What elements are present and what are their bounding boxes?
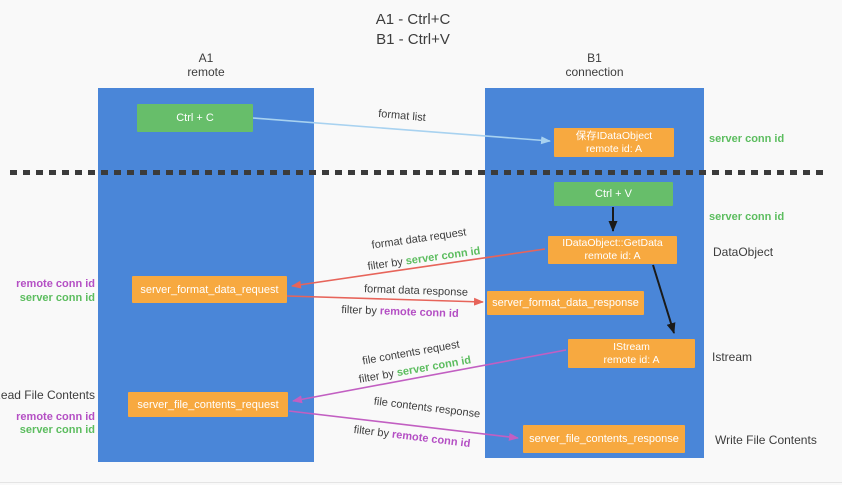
label-format-data-response-filter: filter by remote conn id: [341, 304, 459, 320]
node-idataobject-getdata-line2: remote id: A: [584, 250, 641, 262]
node-save-idataobject-line2: remote id: A: [585, 142, 643, 155]
node-server-file-contents-request-label: server_file_contents_request: [137, 398, 279, 411]
diagram-title-line2: B1 - Ctrl+V: [376, 31, 450, 48]
bottom-separator: [0, 482, 842, 483]
filter-by-text: filter by: [366, 255, 407, 273]
node-istream-line1: IStream: [613, 340, 650, 353]
filter-id-remote-conn: remote conn id: [379, 305, 459, 321]
node-server-format-data-response-label: server_format_data_response: [492, 297, 639, 309]
filter-by-text: filter by: [341, 303, 381, 318]
filter-by-text: filter by: [357, 367, 398, 386]
column-a1-id: A1: [198, 51, 214, 65]
node-server-format-data-request-label: server_format_data_request: [140, 283, 279, 296]
column-b1-header: B1 connection: [485, 51, 704, 79]
node-istream-line2: remote id: A: [603, 353, 660, 366]
margin-label-write-file-contents: Write File Contents: [715, 433, 817, 447]
node-server-file-contents-request: server_file_contents_request: [128, 392, 288, 417]
diagram-title: A1 - Ctrl+C B1 - Ctrl+V: [313, 10, 513, 50]
margin-label-remote-conn-id-bottom-left: remote conn id: [16, 411, 95, 423]
node-server-file-contents-response: server_file_contents_response: [523, 425, 685, 453]
column-a1-header: A1 remote: [98, 51, 314, 79]
node-istream: IStream remote id: A: [568, 339, 695, 368]
diagram-title-line1: A1 - Ctrl+C: [375, 11, 451, 28]
node-save-idataobject: 保存IDataObject remote id: A: [554, 128, 674, 157]
node-save-idataobject-line1: 保存IDataObject: [575, 129, 653, 142]
column-b1-id: B1: [587, 51, 602, 65]
node-idataobject-getdata: IDataObject::GetData remote id: A: [548, 236, 677, 264]
margin-label-server-conn-id-top-right: server conn id: [709, 133, 785, 145]
column-a1-subtitle: remote: [187, 65, 225, 79]
label-file-contents-response-filter: filter by remote conn id: [353, 424, 471, 450]
margin-label-dataobject: DataObject: [713, 245, 774, 259]
node-ctrl-c-label: Ctrl + C: [176, 112, 214, 124]
filter-by-text: filter by: [353, 423, 393, 441]
label-format-list: format list: [377, 107, 427, 125]
margin-label-remote-conn-id-top-left: remote conn id: [16, 278, 95, 290]
filter-id-server-conn: server conn id: [404, 245, 482, 268]
label-file-contents-response: file contents response: [373, 395, 481, 421]
node-server-file-contents-response-label: server_file_contents_response: [529, 433, 679, 445]
node-ctrl-v-label: Ctrl + V: [595, 188, 632, 200]
margin-label-server-conn-id-mid-right: server conn id: [709, 211, 785, 223]
margin-label-read-file-contents: Read File Contents: [0, 388, 95, 402]
node-server-format-data-response: server_format_data_response: [487, 291, 644, 315]
node-ctrl-c: Ctrl + C: [137, 104, 253, 132]
node-idataobject-getdata-line1: IDataObject::GetData: [562, 237, 663, 249]
column-b1-subtitle: connection: [565, 65, 624, 79]
dotted-divider: [10, 170, 823, 175]
node-ctrl-v: Ctrl + V: [554, 182, 673, 206]
filter-id-remote-conn: remote conn id: [391, 428, 471, 451]
margin-label-istream: Istream: [712, 350, 753, 364]
margin-label-server-conn-id-bottom-left: server conn id: [19, 424, 95, 436]
margin-label-server-conn-id-top-left: server conn id: [19, 292, 95, 304]
label-format-data-response: format data response: [363, 283, 469, 299]
node-server-format-data-request: server_format_data_request: [132, 276, 287, 303]
